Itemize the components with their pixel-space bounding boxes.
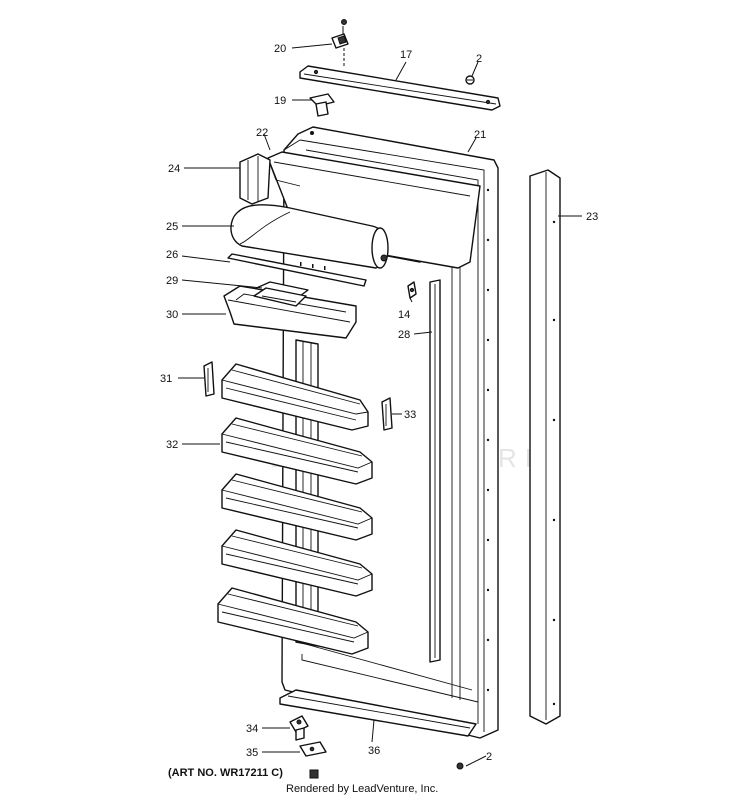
left-trim-strip (239, 153, 271, 205)
callout-30: 30 (166, 309, 178, 321)
callout-26: 26 (166, 249, 178, 261)
callout-31: 31 (160, 373, 172, 385)
door-bin-4 (221, 529, 373, 597)
callout-22: 22 (256, 127, 268, 139)
callout-17: 17 (400, 49, 412, 61)
shelf-rail (429, 279, 441, 663)
callout-21: 21 (474, 129, 486, 141)
callout-33: 33 (404, 409, 416, 421)
callout-32: 32 (166, 439, 178, 451)
callout-19: 19 (274, 95, 286, 107)
art-number: (ART NO. WR17211 C) (168, 767, 283, 779)
right-edge-strip (529, 169, 561, 725)
callout-20: 20 (274, 43, 286, 55)
door-bin-1 (221, 363, 369, 431)
bottom-hinge-34 (289, 715, 309, 741)
door-bin-5 (217, 587, 369, 655)
callout-23: 23 (586, 211, 598, 223)
door-bin-3 (221, 473, 373, 541)
callout-24: 24 (168, 163, 180, 175)
screw-bottom-right (456, 762, 464, 770)
callout-14: 14 (398, 309, 410, 321)
top-hinge-20 (331, 19, 349, 66)
callout-labels: 20 17 2 19 22 21 24 23 25 26 29 14 30 28… (160, 43, 598, 763)
bottom-hinge-35 (299, 741, 327, 757)
leader-lines (178, 43, 582, 767)
shelf-fence (230, 204, 389, 269)
hinge-cover-19 (309, 93, 335, 117)
bottom-trim-strip (279, 689, 477, 737)
bin-support-33 (381, 397, 393, 431)
callout-36: 36 (368, 745, 380, 757)
callout-34: 34 (246, 723, 258, 735)
door-bins (217, 363, 373, 655)
callout-2-bottom: 2 (486, 751, 492, 763)
bar-26 (227, 253, 367, 287)
door-bin-2 (221, 417, 373, 485)
screw-top (465, 75, 475, 85)
callout-2-top: 2 (476, 53, 482, 65)
clip-14 (407, 281, 417, 299)
rendered-by-credit: Rendered by LeadVenture, Inc. (286, 783, 438, 795)
callout-35: 35 (246, 747, 258, 759)
screw-bottom-left (309, 769, 319, 779)
callout-25: 25 (166, 221, 178, 233)
bin-support-31 (203, 361, 215, 397)
callout-28: 28 (398, 329, 410, 341)
dairy-bin (223, 285, 357, 339)
top-trim-strip (299, 65, 501, 111)
callout-29: 29 (166, 275, 178, 287)
